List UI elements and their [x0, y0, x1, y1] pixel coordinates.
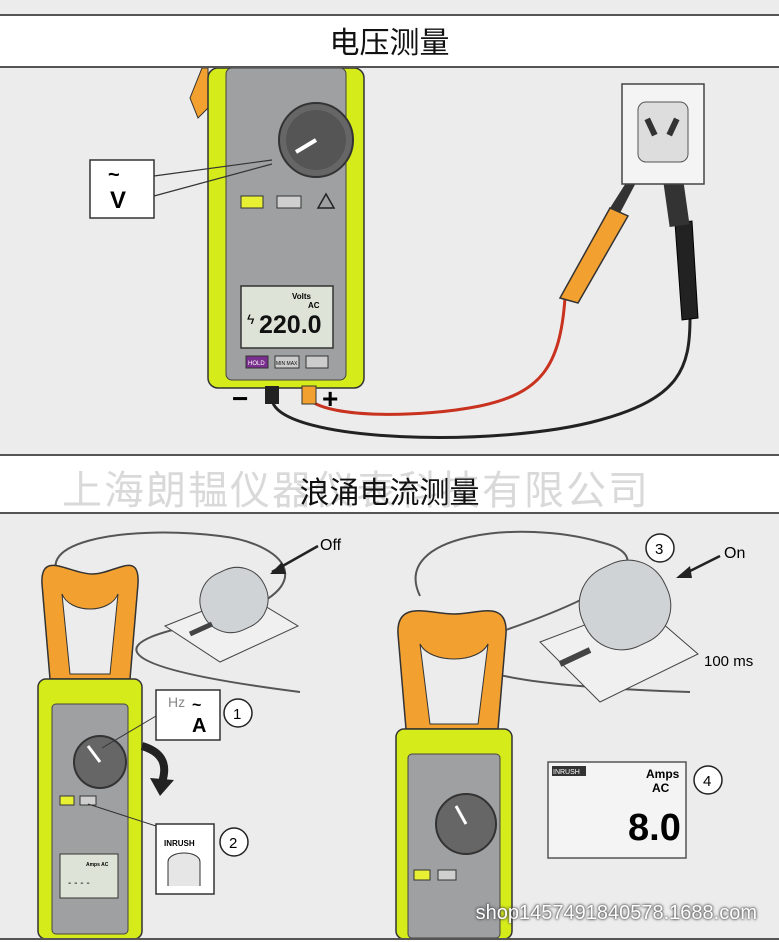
- lcd-lightning: ϟ: [247, 311, 255, 327]
- step3-circle: [645, 533, 675, 563]
- right-motor: [539, 559, 699, 703]
- left-lcd: [59, 853, 119, 899]
- dial-callout-line: [153, 159, 273, 177]
- left-yellow-button[interactable]: [59, 795, 75, 806]
- lcd-value: 220.0: [259, 311, 322, 339]
- wall-socket: [621, 83, 705, 185]
- inrush-tag: INRUSH: [553, 769, 580, 776]
- hold-button[interactable]: [245, 355, 269, 369]
- lcd-display: [240, 285, 334, 349]
- step4-circle: [693, 765, 723, 795]
- callout-v: V: [110, 187, 126, 214]
- right-lcd: [547, 761, 687, 859]
- red-lead-wire: [308, 297, 567, 416]
- left-clamp-meter: Amps AC - - - -: [37, 564, 143, 940]
- voltage-diagram: Volts AC ϟ 220.0 HOLD MIN MAX − + ~ V: [89, 67, 705, 439]
- hold-label: HOLD: [248, 361, 265, 367]
- top-border-strip: [0, 0, 779, 16]
- right-lcd-unit: Amps: [646, 767, 680, 781]
- plus-label: +: [322, 383, 338, 414]
- right-lcd-mode: AC: [652, 781, 670, 795]
- grey-button[interactable]: [276, 195, 302, 209]
- watermark: 上海朗韫仪器仪表科技有限公司: [62, 468, 650, 514]
- step3-label: 3: [655, 541, 663, 558]
- off-label: Off: [320, 537, 342, 554]
- minmax-button[interactable]: [274, 355, 300, 369]
- step1-label: 1: [233, 706, 241, 723]
- warning-icon: [316, 192, 336, 209]
- left-lcd-value: - - - -: [68, 878, 90, 889]
- step1-circle: [223, 698, 253, 728]
- lcd-mode: AC: [308, 301, 320, 310]
- hz-callout-box: [155, 689, 221, 741]
- time-label: 100 ms: [704, 653, 753, 670]
- voltage-panel: Volts AC ϟ 220.0 HOLD MIN MAX − + ~ V: [0, 66, 779, 456]
- inrush-diagram: Off Amps AC - - - - Hz ~ A 1 INRUSH 2 3 …: [37, 530, 753, 940]
- left-cable: [54, 531, 301, 693]
- footer-url: shop1457491840578.1688.com: [475, 902, 757, 924]
- callout-hz: Hz: [168, 694, 185, 710]
- section1-title: 电压测量: [329, 26, 450, 61]
- left-lcd-units: Amps AC: [86, 862, 109, 868]
- right-lcd-value: 8.0: [628, 807, 681, 849]
- callout-tilde-a: ~: [192, 697, 201, 714]
- section2-title: 浪涌电流测量: [299, 476, 480, 511]
- step4-label: 4: [703, 773, 711, 790]
- right-grey-button[interactable]: [437, 869, 457, 881]
- callout-a: A: [192, 715, 206, 737]
- inrush-label: INRUSH: [164, 839, 195, 848]
- com-jack: [265, 386, 279, 404]
- yellow-button[interactable]: [240, 195, 264, 209]
- left-inrush-button[interactable]: [79, 795, 97, 806]
- rotate-arrow: [140, 742, 169, 784]
- lcd-unit: Volts: [292, 292, 312, 301]
- right-yellow-button[interactable]: [413, 869, 431, 881]
- left-motor: [163, 566, 300, 663]
- black-lead-wire: [270, 317, 692, 439]
- minus-label: −: [232, 383, 248, 414]
- clamp-meter-top: Volts AC ϟ 220.0 HOLD MIN MAX: [189, 67, 365, 405]
- inrush-panel: Off Amps AC - - - - Hz ~ A 1 INRUSH 2 3 …: [0, 512, 779, 940]
- right-clamp-meter: [395, 610, 513, 940]
- minmax-label: MIN MAX: [276, 361, 298, 367]
- backlight-button[interactable]: [305, 355, 329, 369]
- step2-label: 2: [229, 835, 237, 852]
- inrush-tag-box: [552, 766, 586, 776]
- v-jack: [301, 385, 317, 405]
- on-label: On: [724, 545, 745, 562]
- dial-callout-box: [89, 159, 155, 219]
- step2-circle: [219, 827, 249, 857]
- callout-tilde: ~: [108, 164, 120, 186]
